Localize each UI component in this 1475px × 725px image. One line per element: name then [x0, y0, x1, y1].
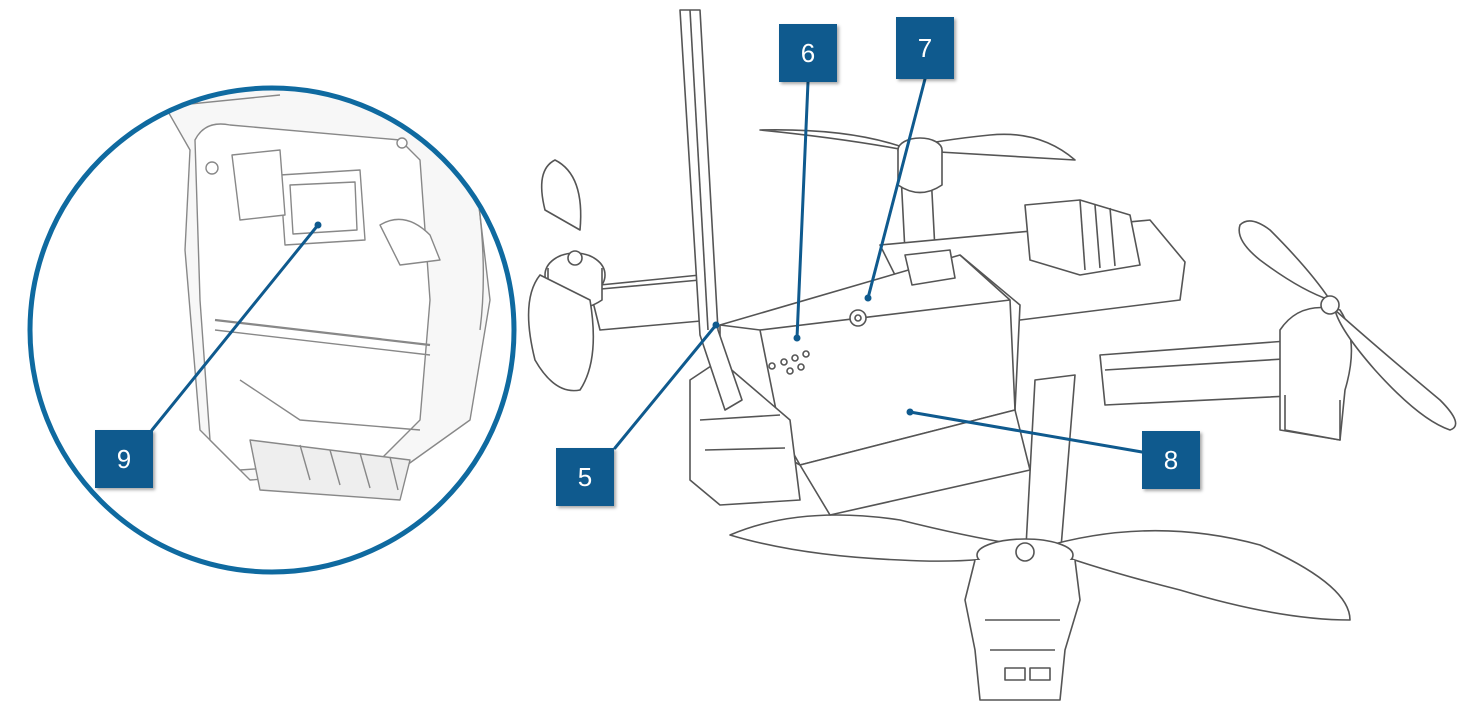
leader-dot-8 [906, 408, 914, 416]
leader-lines [150, 77, 1144, 454]
detail-inset [27, 85, 517, 575]
leader-dot-6 [793, 334, 801, 342]
callout-7: 7 [896, 17, 954, 79]
leader-line-8 [908, 410, 1144, 454]
front-rotor [729, 374, 1351, 701]
drone-body [679, 9, 1186, 516]
right-rotor [1099, 220, 1457, 441]
callout-5: 5 [556, 448, 614, 506]
rear-left-rotor [527, 159, 713, 392]
leader-dot-9 [314, 221, 322, 229]
detail-circle-outline [27, 85, 517, 575]
drone-illustration [527, 9, 1457, 701]
leader-line-7 [866, 77, 927, 300]
callout-8: 8 [1142, 431, 1200, 489]
leader-dot-7 [864, 294, 872, 302]
leader-line-5 [613, 323, 718, 450]
leader-dots [314, 221, 914, 416]
callout-6: 6 [779, 24, 837, 82]
leader-line-6 [795, 80, 810, 340]
leader-line-9 [150, 223, 320, 432]
callout-9: 9 [95, 430, 153, 488]
leader-dot-5 [712, 321, 720, 329]
